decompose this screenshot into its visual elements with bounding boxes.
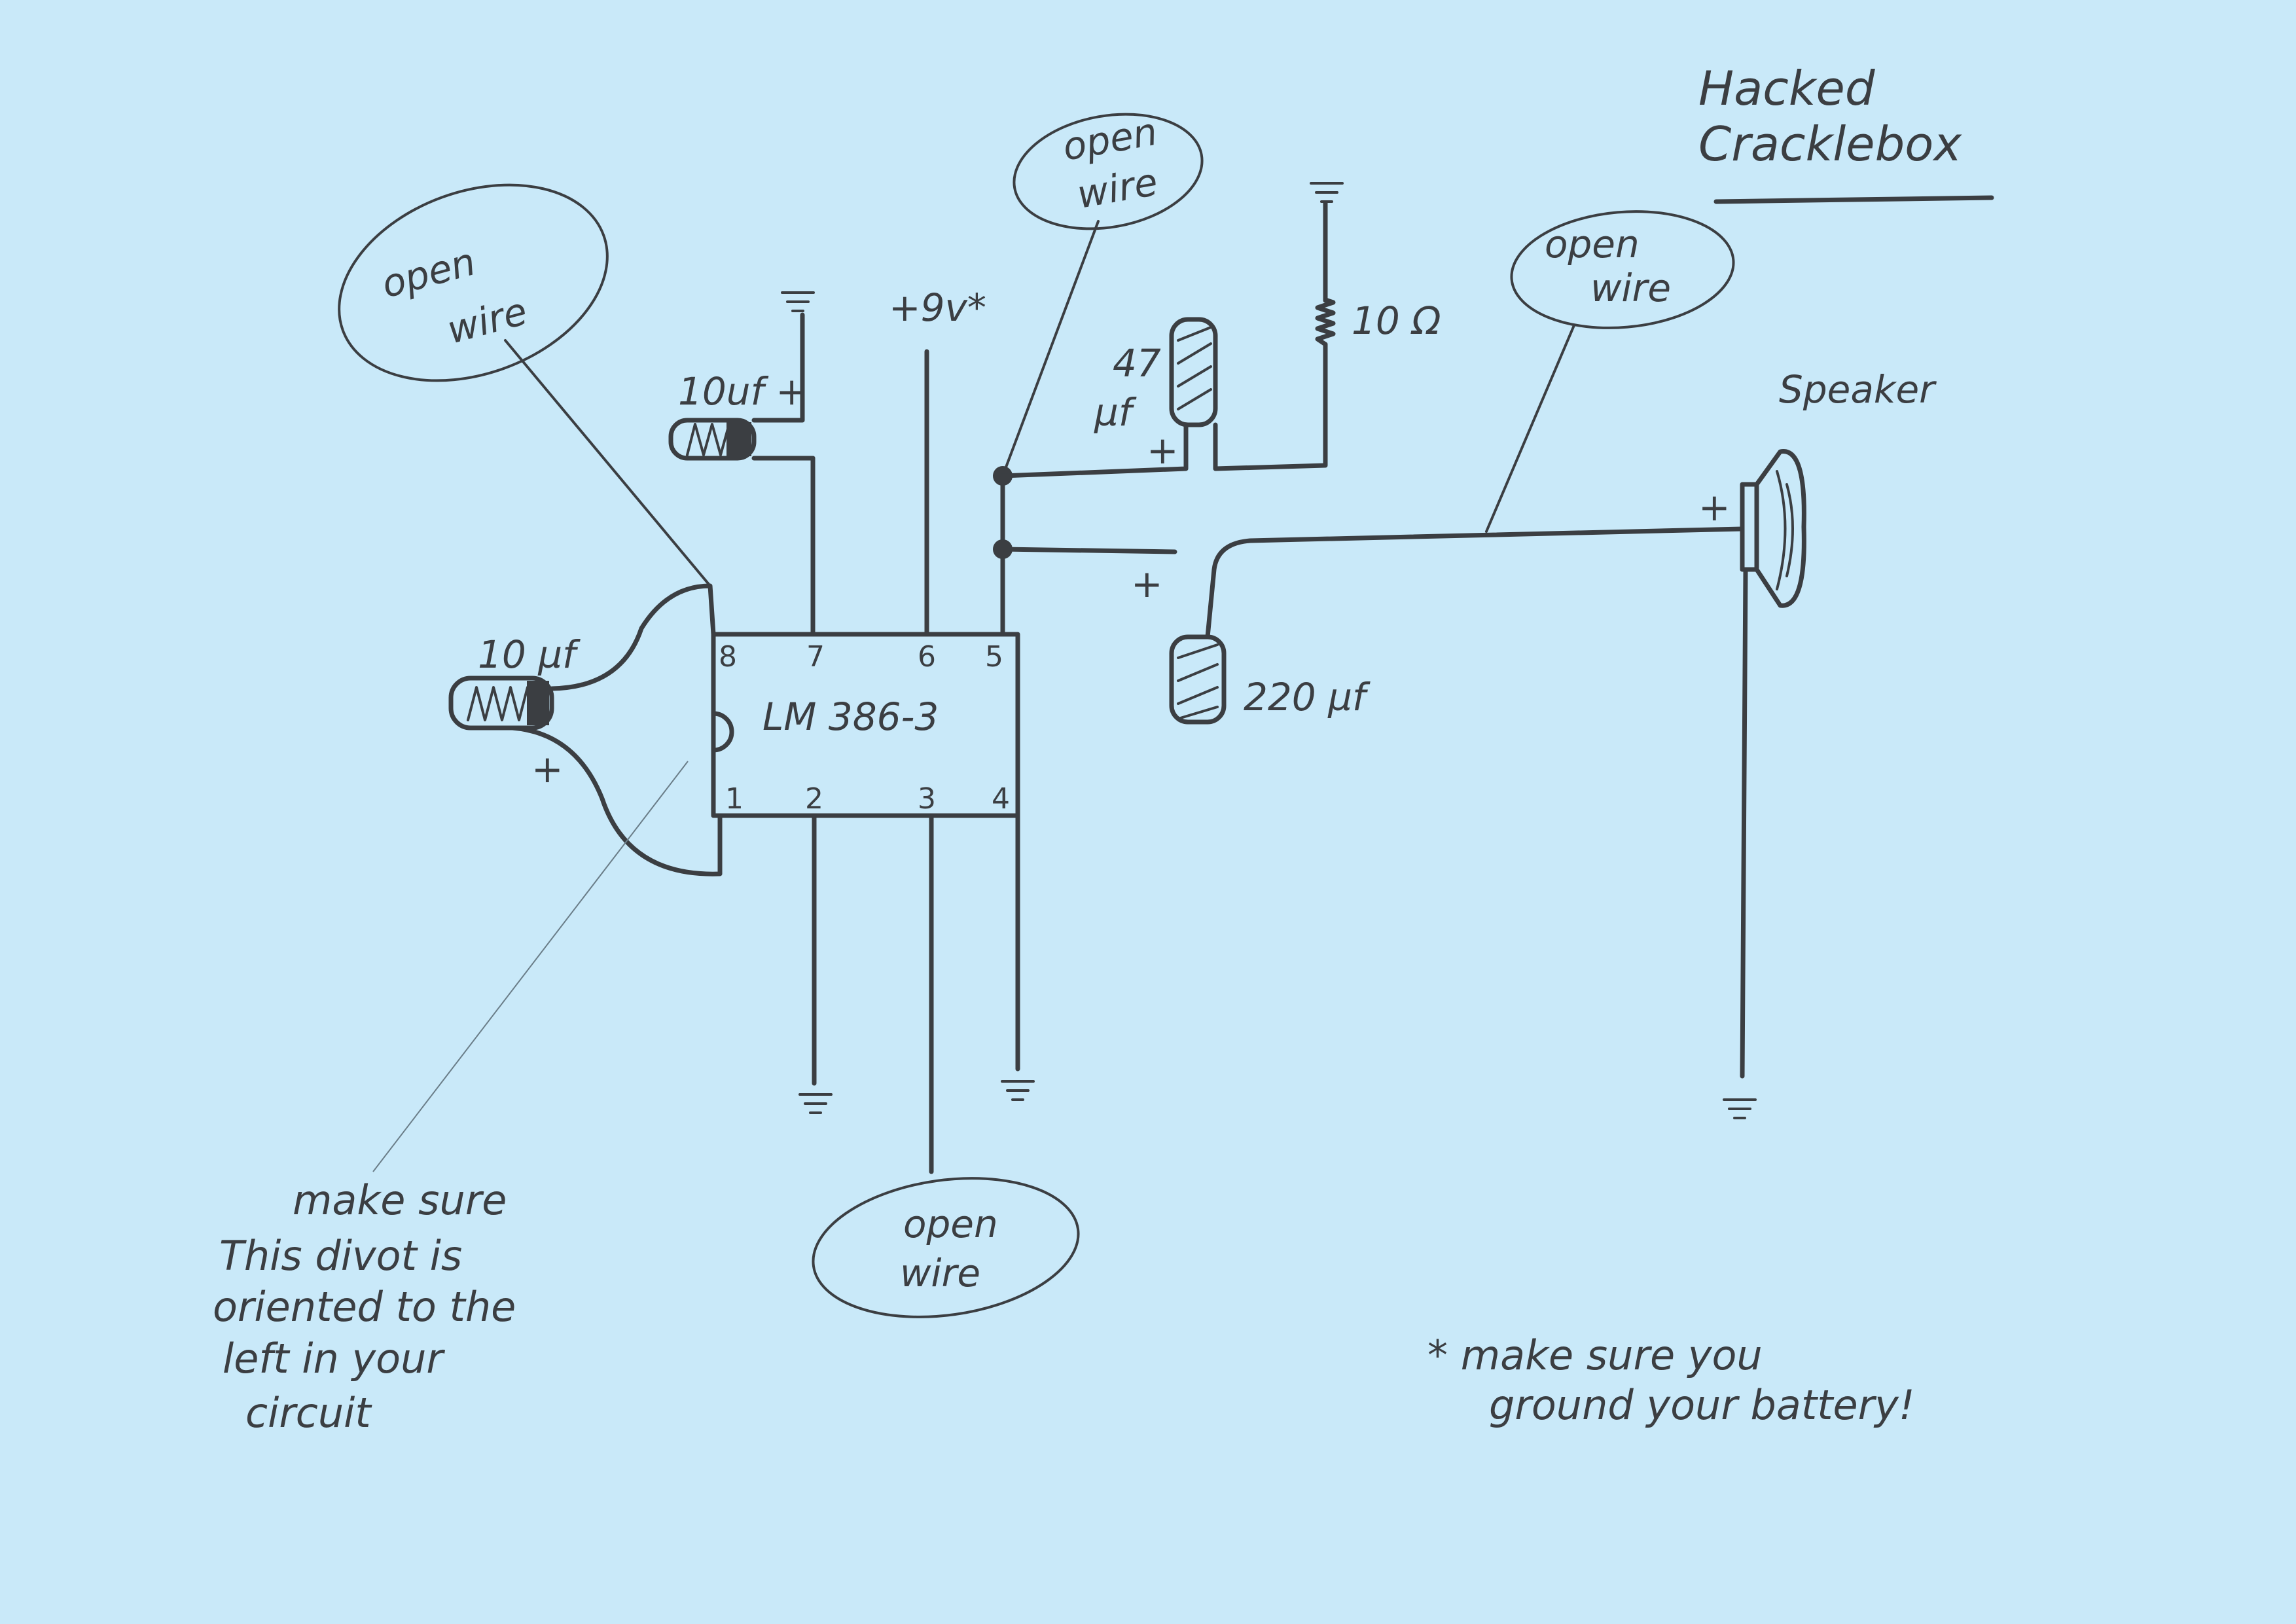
chip-label: LM 386-3: [762, 695, 939, 739]
pin-2-label: 2: [805, 782, 823, 816]
pin-1-label: 1: [725, 782, 744, 816]
ground-icon: [781, 291, 815, 312]
cap-pin1-8-plus: +: [531, 747, 564, 791]
pin5-output-circuit: 47 µf + 10 Ω + 220 µf: [993, 182, 1745, 725]
pin-7-label: 7: [806, 640, 825, 674]
battery-note-line: ground your battery!: [1489, 1381, 1915, 1429]
title-underline: [1713, 195, 1994, 204]
speaker-label: Speaker: [1779, 367, 1937, 412]
divot-note-line: left in your: [223, 1335, 445, 1382]
open-wire-3-line2: wire: [1590, 266, 1671, 310]
ground-icon: [1001, 1080, 1035, 1101]
cap-220-label: 220 µf: [1244, 675, 1371, 719]
divot-note: make sure This divot is oriented to the …: [213, 1176, 516, 1437]
ground-icon: [1310, 182, 1344, 203]
pin-6-label: 6: [918, 640, 936, 674]
divot-pointer-line: [372, 761, 689, 1172]
supply-label: +9v*: [889, 285, 986, 330]
open-wire-4-line1: open: [903, 1202, 998, 1246]
open-wire-1-line2: wire: [442, 289, 531, 353]
ground-icon: [798, 1093, 833, 1114]
cap-47-plus: +: [1147, 428, 1179, 473]
cap-pin7-label: 10uf +: [678, 369, 808, 414]
divot-note-line: make sure: [293, 1176, 507, 1224]
pin-8-label: 8: [719, 640, 737, 674]
pin-4-label: 4: [992, 782, 1010, 816]
divot-note-line: oriented to the: [213, 1283, 516, 1331]
open-wire-callout-1: open wire: [338, 183, 711, 587]
battery-note: * make sure you ground your battery!: [1427, 1331, 1915, 1429]
cap-47-label-b: µf: [1094, 390, 1137, 435]
open-wire-1-line1: open: [377, 239, 480, 306]
resistor-label: 10 Ω: [1352, 298, 1441, 343]
cap-220-plus: +: [1131, 562, 1163, 606]
speaker: Speaker +: [1698, 367, 1937, 1119]
pin-3-label: 3: [918, 782, 936, 816]
cap-pin1-8-label: 10 µf: [478, 632, 581, 677]
divot-note-line: This divot is: [219, 1232, 462, 1280]
open-wire-callout-3: open wire: [1485, 210, 1735, 533]
pin7-cap-circuit: 10uf +: [668, 291, 816, 637]
title-line-2: Cracklebox: [1698, 117, 1962, 171]
lm386-chip: LM 386-3 8 7 6 5 1 2 3 4: [711, 632, 1020, 818]
resistor-10ohm: [1315, 297, 1336, 347]
speaker-plus: +: [1698, 485, 1731, 530]
battery-note-line: * make sure you: [1427, 1331, 1763, 1379]
divot-note-line: circuit: [245, 1389, 372, 1437]
title-line-1: Hacked: [1698, 61, 1876, 116]
cap-47-label-a: 47: [1113, 341, 1161, 386]
chip-divot: [711, 711, 734, 753]
pin1-8-cap-circuit: 10 µf +: [448, 583, 723, 876]
open-wire-2-line2: wire: [1074, 159, 1161, 217]
ground-icon: [1723, 1098, 1757, 1119]
open-wire-4-line2: wire: [900, 1251, 980, 1295]
pin-5-label: 5: [985, 640, 1003, 674]
open-wire-3-line1: open: [1545, 222, 1640, 266]
open-wire-callout-4: open wire: [812, 813, 1080, 1318]
